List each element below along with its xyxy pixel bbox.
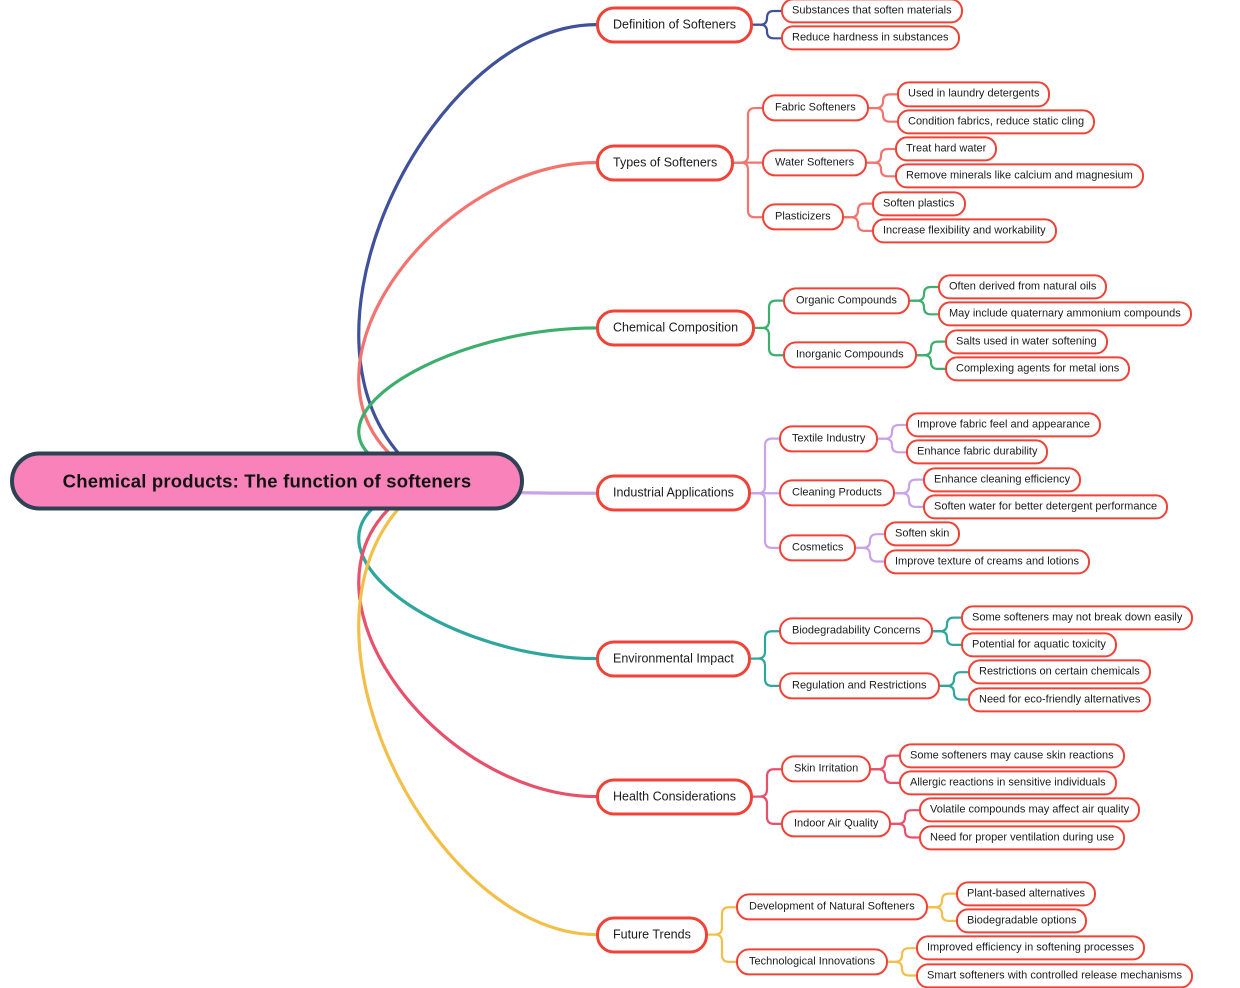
leaf-node[interactable]: Smart softeners with controlled release … [916,962,1193,988]
connector-path [732,161,764,219]
subtopic-node[interactable]: Textile Industry [779,425,879,453]
connector-path [753,326,785,357]
leaf-node[interactable]: Enhance cleaning efficiency [923,467,1082,493]
branch-definition-of-softeners[interactable]: Definition of Softeners [596,6,753,44]
connector-path [749,492,781,549]
leaf-node[interactable]: Soften plastics [872,191,966,217]
connector-path [749,657,781,687]
branch-chemical-composition[interactable]: Chemical Composition [596,309,756,347]
leaf-node[interactable]: Soften water for better detergent perfor… [923,494,1169,520]
leaf-node[interactable]: Some softeners may cause skin reactions [899,743,1125,769]
branch-environmental-impact[interactable]: Environmental Impact [596,640,751,678]
leaf-node[interactable]: Treat hard water [895,136,998,162]
subtopic-node[interactable]: Biodegradability Concerns [779,617,934,645]
leaf-node[interactable]: Often derived from natural oils [938,274,1108,300]
connector-path [751,23,783,40]
leaf-node[interactable]: Need for eco-friendly alternatives [968,686,1152,713]
leaf-node[interactable]: Restrictions on certain chemicals [968,659,1151,685]
connector-path [854,546,886,563]
leaf-node[interactable]: Substances that soften materials [781,0,963,24]
connector-path [751,795,783,825]
leaf-node[interactable]: Improved efficiency in softening process… [916,935,1146,961]
subtopic-node[interactable]: Skin Irritation [781,755,872,783]
subtopic-node[interactable]: Water Softeners [762,149,868,177]
connector-path [706,933,738,963]
subtopic-node[interactable]: Inorganic Compounds [783,341,917,369]
branch-future-trends[interactable]: Future Trends [596,916,708,954]
leaf-node[interactable]: Soften skin [884,521,961,547]
leaf-node[interactable]: Need for proper ventilation during use [919,824,1126,851]
leaf-node[interactable]: Improve fabric feel and appearance [906,412,1102,438]
subtopic-node[interactable]: Regulation and Restrictions [779,672,940,700]
leaf-node[interactable]: Volatile compounds may affect air qualit… [919,797,1141,823]
leaf-node[interactable]: Complexing agents for metal ions [945,356,1131,382]
leaf-node[interactable]: Used in laundry detergents [897,81,1051,107]
connector-path [886,960,918,977]
leaf-node[interactable]: Salts used in water softening [945,329,1108,355]
leaf-node[interactable]: Increase flexibility and workability [872,218,1057,244]
leaf-node[interactable]: Biodegradable options [956,908,1088,934]
connector-path [931,630,963,646]
connector-path [357,479,598,799]
subtopic-node[interactable]: Organic Compounds [783,287,910,315]
connector-path [926,906,958,922]
connector-path [876,437,908,454]
subtopic-node[interactable]: Indoor Air Quality [781,810,892,838]
leaf-node[interactable]: Potential for aquatic toxicity [961,632,1117,658]
connector-path [915,354,947,370]
leaf-node[interactable]: Reduce hardness in substances [781,25,960,51]
subtopic-node[interactable]: Plasticizers [762,203,844,231]
connector-path [865,161,897,178]
subtopic-node[interactable]: Development of Natural Softeners [736,893,928,921]
subtopic-node[interactable]: Cosmetics [779,534,857,562]
root-node[interactable]: Chemical products: The function of softe… [10,451,524,511]
leaf-node[interactable]: May include quaternary ammonium compound… [938,301,1192,327]
subtopic-node[interactable]: Technological Innovations [736,948,888,976]
leaf-node[interactable]: Plant-based alternatives [956,881,1097,907]
connector-path [867,106,899,123]
subtopic-node[interactable]: Cleaning Products [779,479,895,507]
leaf-node[interactable]: Some softeners may not break down easily [961,605,1194,631]
connector-path [889,822,921,839]
connector-path [869,768,901,784]
leaf-node[interactable]: Improve texture of creams and lotions [884,548,1091,575]
leaf-node[interactable]: Condition fabrics, reduce static cling [897,109,1096,135]
connector-path [908,299,940,316]
branch-health-considerations[interactable]: Health Considerations [596,778,753,816]
connector-path [842,216,874,232]
connector-path [357,161,598,483]
leaf-node[interactable]: Allergic reactions in sensitive individu… [899,770,1117,796]
connector-path [938,684,970,701]
branch-types-of-softeners[interactable]: Types of Softeners [596,144,735,182]
connector-path [357,479,598,937]
subtopic-node[interactable]: Fabric Softeners [762,94,869,122]
connector-path [893,492,925,508]
connector-path [357,23,598,483]
branch-industrial-applications[interactable]: Industrial Applications [596,474,751,512]
leaf-node[interactable]: Remove minerals like calcium and magnesi… [895,163,1144,189]
leaf-node[interactable]: Enhance fabric durability [906,439,1049,465]
